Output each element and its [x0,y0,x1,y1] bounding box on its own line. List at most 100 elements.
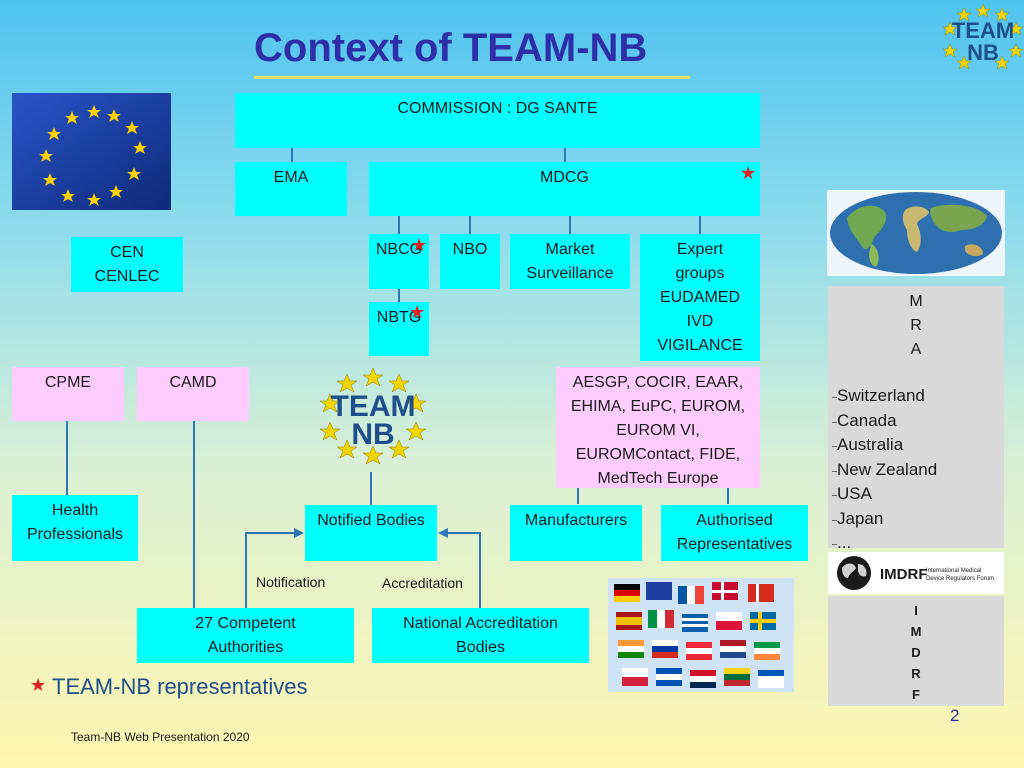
accreditation-label: Accreditation [382,575,463,591]
health-line-2: Professionals [26,526,124,543]
legend-star-icon: ★ [30,675,47,695]
authorised-line-2: Representatives [676,536,793,553]
mra-country: –New Zealand [832,459,938,479]
page-title: Context of TEAM-NB [254,26,648,70]
logo-nb-text: NB [967,40,999,65]
competent-line-1: 27 Competent [195,615,296,632]
legend-label: TEAM-NB representatives [52,674,308,699]
center-logo-team-text: TEAM [331,390,416,423]
imdrf-logo-word: IMDRF [880,566,928,583]
health-professionals-box: Health Professionals [12,495,138,561]
eu-flag-image [12,93,171,210]
mra-country: –... [832,533,852,553]
connector-camd-competent [193,421,195,608]
competent-line-2: Authorities [207,639,284,656]
aesgp-line-2: EHIMA, EuPC, EUROM, [570,398,746,415]
aesgp-line-3: EUROM VI, [616,422,700,439]
connector-nbcg-nbtg [398,289,400,302]
expert-line-5: VIGILANCE [657,337,743,354]
national-accreditation-box: National Accreditation Bodies [372,608,589,663]
notification-arrow [245,532,300,608]
imdrf-panel: I M D R F [828,596,1004,706]
commission-label: COMMISSION : DG SANTE [397,100,598,117]
ema-label: EMA [273,169,309,186]
imdrf-letter-i: I [914,603,918,618]
aesgp-line-5: MedTech Europe [597,470,719,487]
imdrf-letter-r: R [911,666,921,681]
mra-country: –USA [832,484,872,504]
mra-panel: M R A –Switzerland –Canada –Australia –N… [828,286,1004,552]
mra-letter-m: M [909,293,923,310]
mra-country: –Australia [832,435,904,455]
nbo-label: NBO [452,241,488,258]
expert-line-2: groups [675,265,725,282]
nbcg-label: NBCG [375,241,423,258]
cen-line-1: CEN [110,244,144,261]
mra-country: –Switzerland [832,386,925,405]
imdrf-logo-sub-1: International Medical [926,568,981,574]
nbo-box: NBO [440,234,500,289]
market-surveillance-box: Market Surveillance [510,234,630,289]
mdcg-box: MDCG [369,162,760,216]
nab-line-2: Bodies [456,639,505,656]
connector-cpme-health [66,421,68,495]
page-number: 2 [950,706,960,725]
commission-box: COMMISSION : DG SANTE [235,93,760,148]
mra-letter-a: A [910,341,922,358]
connector-commission-mdcg [564,148,566,162]
nab-line-1: National Accreditation [403,615,558,632]
connector-aesgp-authorised [727,488,729,504]
nbtg-star-icon: ★ [409,302,426,322]
connector-commission-ema [291,148,293,162]
notification-label: Notification [256,574,326,590]
aesgp-line-1: AESGP, COCIR, EAAR, [572,374,744,391]
connector-mdcg-nbcg [398,216,400,234]
team-nb-logo-top: TEAM NB [942,3,1024,70]
notified-bodies-box: Notified Bodies [305,505,437,561]
nbtg-box: NBTG [369,302,429,356]
flags-image [608,578,794,692]
nbcg-box: NBCG [369,234,429,289]
market-line-2: Surveillance [526,265,614,282]
competent-authorities-box: 27 Competent Authorities [137,608,354,663]
footer-text: Team-NB Web Presentation 2020 [71,730,250,744]
mra-country: –Japan [832,508,884,528]
connector-mdcg-nbo [469,216,471,234]
expert-line-1: Expert [676,241,724,258]
mra-country: –Canada [832,410,897,430]
authorised-representatives-box: Authorised Representatives [661,505,808,561]
cpme-label: CPME [44,374,92,391]
nbtg-label: NBTG [376,309,422,326]
cen-line-2: CENLEC [94,268,160,285]
logo-team-text: TEAM [952,18,1014,43]
manufacturers-label: Manufacturers [524,512,628,529]
mra-country-list: –Switzerland –Canada –Australia –New Zea… [832,384,937,556]
aesgp-box: AESGP, COCIR, EAAR, EHIMA, EuPC, EUROM, … [556,367,760,488]
imdrf-letter-d: D [911,645,921,660]
connector-logo-nb [370,472,372,505]
mdcg-star-icon: ★ [740,163,757,183]
ema-box: EMA [235,162,347,216]
cen-box: CEN CENLEC [71,237,183,292]
imdrf-letters: I M D R F [828,596,1004,705]
expert-line-3: EUDAMED [659,289,740,306]
manufacturers-box: Manufacturers [510,505,642,561]
cpme-box: CPME [12,367,124,421]
imdrf-logo: IMDRF International Medical Device Regul… [828,552,1004,594]
notified-bodies-label: Notified Bodies [317,512,425,529]
connector-mdcg-market [569,216,571,234]
nbcg-star-icon: ★ [411,235,428,255]
team-nb-logo-center: TEAM NB [319,367,427,465]
aesgp-line-4: EUROMContact, FIDE, [575,446,741,463]
camd-label: CAMD [169,374,217,391]
authorised-line-1: Authorised [696,512,773,529]
title-underline [254,76,690,79]
world-map-image [827,190,1005,276]
accreditation-arrowhead [438,528,448,538]
mdcg-label: MDCG [540,169,589,186]
imdrf-logo-sub-2: Device Regulators Forum [926,576,994,582]
camd-box: CAMD [137,367,249,421]
imdrf-letter-f: F [912,687,920,702]
mra-letter-r: R [910,317,922,334]
